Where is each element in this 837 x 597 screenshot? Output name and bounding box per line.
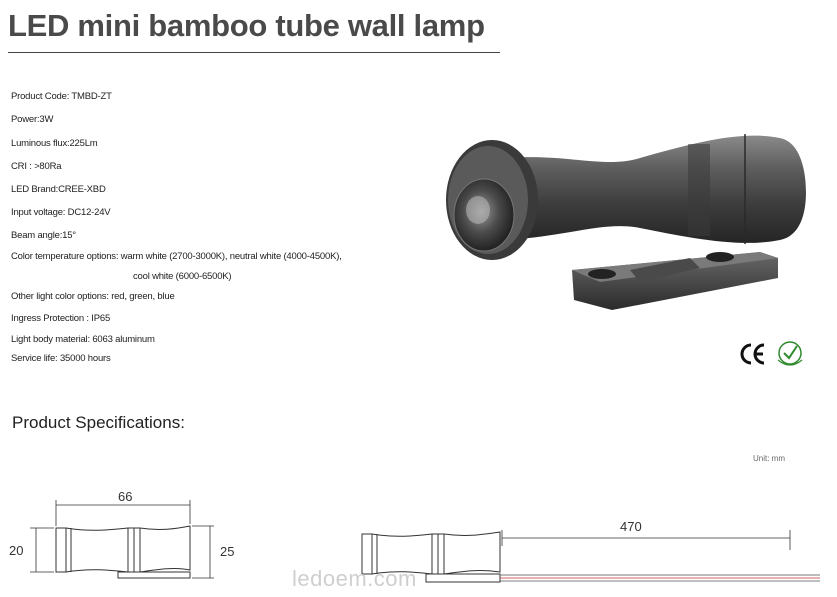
spec-ingress-protection: Ingress Protection : IP65 [11, 313, 111, 324]
rohs-icon [777, 341, 803, 366]
spec-power: Power:3W [11, 114, 54, 125]
mounting-base [572, 252, 778, 310]
spec-service-life: Service life: 35000 hours [11, 353, 111, 364]
dim-cable-label: 470 [620, 519, 642, 534]
title-underline [8, 52, 500, 53]
spec-input-voltage: Input voltage: DC12-24V [11, 207, 111, 218]
spec-color-temperature-cont: cool white (6000-6500K) [133, 271, 232, 282]
spec-led-brand: LED Brand:CREE-XBD [11, 184, 106, 195]
spec-color-temperature: Color temperature options: warm white (2… [11, 251, 342, 262]
spec-cri: CRI : >80Ra [11, 161, 62, 172]
page-title: LED mini bamboo tube wall lamp [8, 8, 485, 43]
spec-luminous-flux: Luminous flux:225Lm [11, 138, 98, 149]
spec-body-material: Light body material: 6063 aluminum [11, 334, 155, 345]
spec-beam-angle: Beam angle:15° [11, 230, 76, 241]
dim-height-left-label: 20 [9, 543, 23, 558]
unit-label: Unit: mm [753, 454, 785, 463]
side-view-with-cable [361, 531, 820, 583]
dim-lines-cable [501, 530, 791, 550]
spec-other-colors: Other light color options: red, green, b… [11, 291, 175, 302]
watermark: ledoem.com [292, 566, 417, 591]
side-view-small [55, 525, 191, 579]
section-title: Product Specifications: [12, 413, 185, 432]
dim-lines-small [30, 500, 214, 579]
lens-icon [453, 178, 515, 252]
ce-mark-icon [740, 343, 765, 365]
dim-length-label: 66 [118, 489, 132, 504]
dim-height-right-label: 25 [220, 544, 234, 559]
spec-product-code: Product Code: TMBD-ZT [11, 91, 112, 102]
